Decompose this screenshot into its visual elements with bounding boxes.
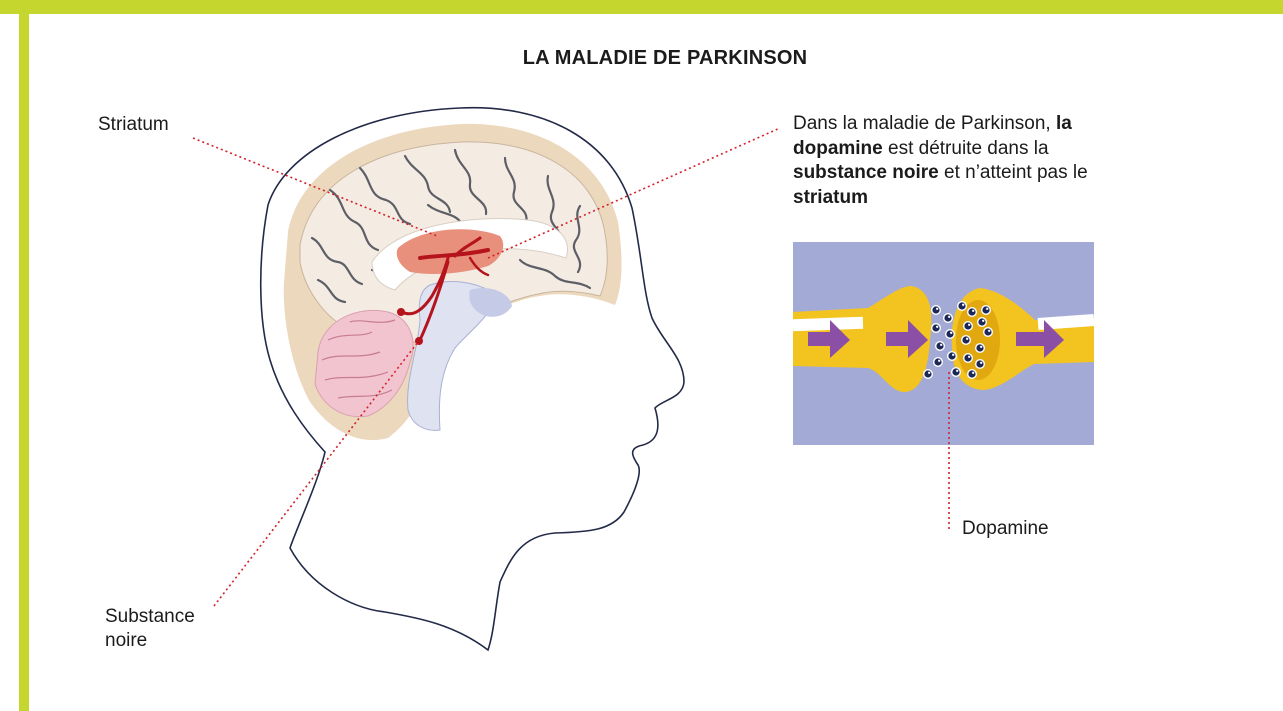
dopamine-molecule-highlight <box>988 330 990 332</box>
dopamine-molecule-highlight <box>936 308 938 310</box>
diagram-title: LA MALADIE DE PARKINSON <box>0 47 1283 70</box>
dopamine-molecule-highlight <box>968 356 970 358</box>
dopamine-molecule <box>934 358 943 367</box>
note-bold-striatum: striatum <box>793 187 868 208</box>
dopamine-molecule <box>982 306 991 315</box>
dopamine-molecule <box>964 322 973 331</box>
explanation-note: Dans la maladie de Parkinson, la dopamin… <box>793 112 1123 210</box>
dopamine-molecule-highlight <box>952 354 954 356</box>
dopamine-molecule <box>952 368 961 377</box>
dopamine-molecule <box>962 336 971 345</box>
dopamine-molecule <box>932 324 941 333</box>
dopamine-molecule-highlight <box>980 362 982 364</box>
dopamine-molecule-highlight <box>928 372 930 374</box>
label-substance-line1: Substance <box>105 605 195 629</box>
note-text: Dans la maladie de Parkinson, <box>793 113 1056 134</box>
label-striatum: Striatum <box>98 113 169 137</box>
dopamine-molecule-highlight <box>972 372 974 374</box>
frame-top-border <box>0 0 1283 14</box>
label-substance-line2: noire <box>105 629 195 653</box>
dopamine-molecule <box>978 318 987 327</box>
label-substance-noire: Substance noire <box>105 605 195 653</box>
dopamine-molecule-highlight <box>940 344 942 346</box>
axon-highlight <box>793 317 863 331</box>
dopamine-molecule <box>924 370 933 379</box>
dopamine-molecule <box>968 370 977 379</box>
note-text: et n’atteint pas le <box>939 162 1088 183</box>
dopamine-molecule <box>968 308 977 317</box>
dopamine-molecule-highlight <box>962 304 964 306</box>
synapse-inset <box>793 242 1095 445</box>
dopamine-molecule <box>932 306 941 315</box>
dopamine-molecule-highlight <box>968 324 970 326</box>
dopamine-molecule <box>976 344 985 353</box>
note-text: est détruite dans la <box>883 138 1049 159</box>
frame-left-border <box>19 14 29 711</box>
dopamine-molecule <box>944 314 953 323</box>
head-illustration <box>261 108 684 650</box>
dopamine-molecule <box>958 302 967 311</box>
dopamine-molecule-highlight <box>950 332 952 334</box>
dopamine-molecule-highlight <box>956 370 958 372</box>
dopamine-molecule-highlight <box>936 326 938 328</box>
dopamine-molecule-highlight <box>986 308 988 310</box>
dopamine-molecule <box>976 360 985 369</box>
dopamine-molecule <box>936 342 945 351</box>
dopamine-molecule <box>946 330 955 339</box>
dopamine-molecule-highlight <box>980 346 982 348</box>
dopamine-molecule-highlight <box>982 320 984 322</box>
dopamine-molecule-highlight <box>972 310 974 312</box>
dopamine-molecule-highlight <box>948 316 950 318</box>
dopamine-molecule <box>984 328 993 337</box>
note-bold-substance: substance noire <box>793 162 939 183</box>
dopamine-molecule-highlight <box>938 360 940 362</box>
substance-noire-dot <box>397 308 405 316</box>
dopamine-molecule <box>948 352 957 361</box>
dopamine-molecule <box>964 354 973 363</box>
dopamine-molecule-highlight <box>966 338 968 340</box>
label-dopamine: Dopamine <box>962 517 1049 541</box>
